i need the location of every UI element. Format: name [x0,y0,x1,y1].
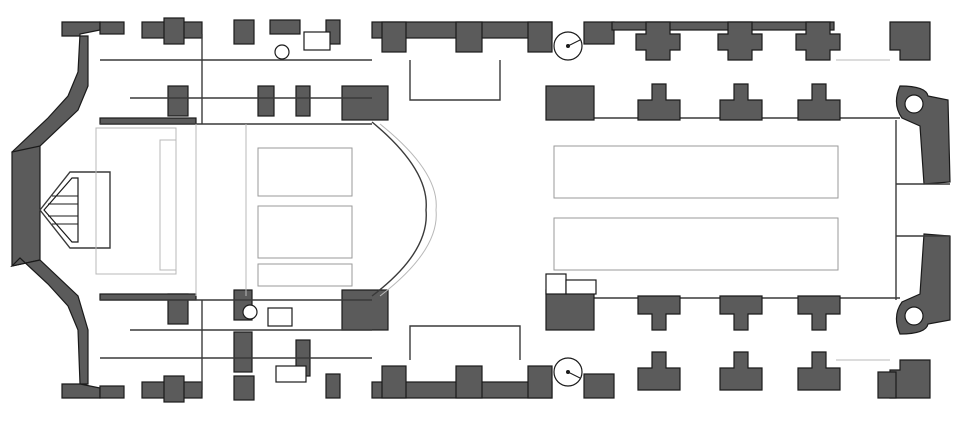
west-front [836,21,951,399]
piers [635,21,841,391]
south-wall [99,365,615,403]
spiral-stairs [242,31,597,387]
crossing-walls [99,85,389,377]
choir [195,121,437,297]
north-wall [99,17,835,53]
altar [39,127,177,275]
nave [553,145,839,271]
side-chapels [409,60,595,360]
apse [10,21,101,399]
